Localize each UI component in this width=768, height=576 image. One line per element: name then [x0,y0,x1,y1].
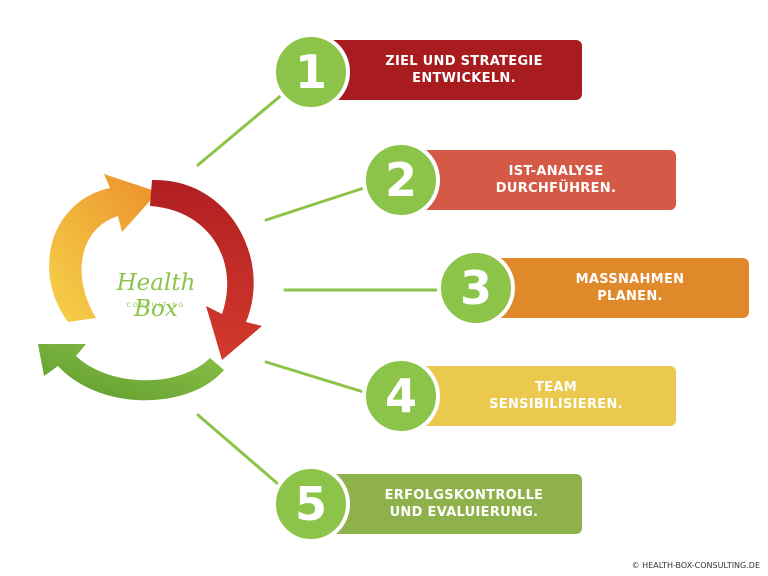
step-4-number: 4 [384,369,417,423]
step-2-banner [400,150,676,210]
step-3-banner [475,258,749,318]
cycle-arrows [38,174,262,401]
step-banners [312,40,749,534]
step-2-circle [362,141,440,219]
number-circles [272,33,515,543]
connector-line-4 [264,360,372,396]
step-1-banner [312,40,582,100]
step-1-number: 1 [294,45,327,99]
yellow-arrow [49,174,159,322]
connector-lines [196,86,446,492]
step-2-label: IST-ANALYSE DURCHFÜHREN. [495,164,617,196]
step-4-label: TEAM SENSIBILISIEREN. [489,380,623,412]
step-5-number: 5 [294,477,327,531]
step-1-label: ZIEL UND STRATEGIE ENTWICKELN. [385,54,543,86]
step-5-circle [272,465,350,543]
step-2-number: 2 [384,153,417,207]
step-3-circle [437,249,515,327]
connector-line-5 [196,413,287,492]
step-5-banner [312,474,582,534]
connector-line-2 [264,184,372,222]
step-4-banner [400,366,676,426]
green-arrow [38,344,224,401]
step-3-number: 3 [459,261,492,315]
step-5-label: ERFOLGSKONTROLLE UND EVALUIERUNG. [384,488,544,520]
step-3-label: MASSNAHMEN PLANEN. [575,272,685,304]
red-arrow [150,179,262,360]
logo-subtitle: CONSULTING [126,302,186,309]
step-4-circle [362,357,440,435]
connector-line-1 [196,86,292,167]
step-1-circle [272,33,350,111]
copyright-notice: © HEALTH-BOX-CONSULTING.DE [631,561,760,570]
logo-name: Health Box [116,270,196,322]
